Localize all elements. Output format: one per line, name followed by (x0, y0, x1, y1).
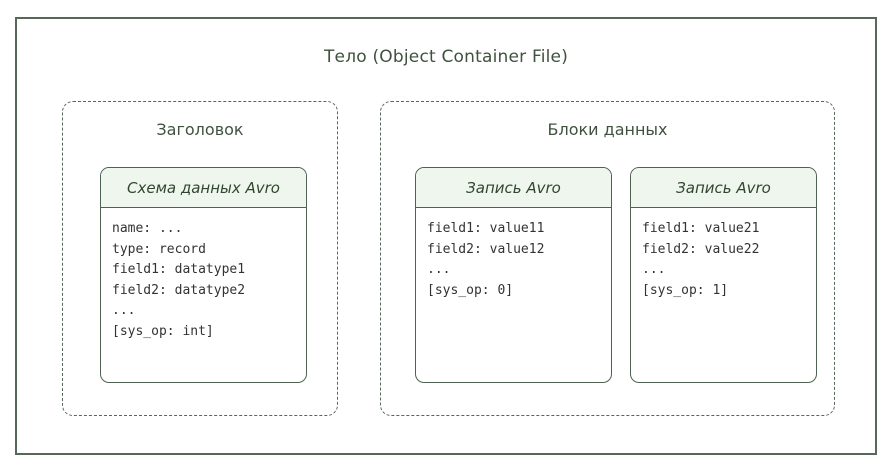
card-avro-schema-header-label: Схема данных Avro (126, 178, 280, 197)
card-avro-record-1-header-label: Запись Avro (466, 178, 561, 197)
card-avro-record-2-body: field1: value21 field2: value22 ... [sys… (631, 208, 816, 301)
card-avro-record-2-header: Запись Avro (631, 168, 816, 208)
card-avro-schema-header: Схема данных Avro (101, 168, 306, 208)
card-avro-record-2: Запись Avro field1: value21 field2: valu… (630, 167, 817, 383)
card-avro-record-1-header: Запись Avro (416, 168, 611, 208)
code-line: field1: value11 (427, 221, 545, 236)
code-line: ... (112, 303, 136, 318)
code-line: type: record (112, 241, 206, 257)
object-container-file-box: Тело (Object Container File) Заголовок С… (15, 17, 877, 455)
group-header-title: Заголовок (156, 120, 244, 139)
code-line: [sys_op: 1] (642, 282, 729, 298)
code-line: ... (427, 262, 451, 277)
code-line: field2: value12 (427, 241, 545, 257)
card-avro-record-2-header-label: Запись Avro (676, 178, 771, 197)
code-line: ... (642, 262, 666, 277)
group-data-blocks-title: Блоки данных (547, 120, 668, 139)
code-line: [sys_op: int] (112, 323, 214, 339)
card-avro-record-1: Запись Avro field1: value11 field2: valu… (415, 167, 612, 383)
card-avro-schema: Схема данных Avro name: ... type: record… (100, 167, 307, 383)
card-avro-schema-body: name: ... type: record field1: datatype1… (101, 208, 306, 342)
code-line: field1: value21 (642, 221, 760, 236)
diagram-title: Тело (Object Container File) (323, 47, 569, 67)
code-line: name: ... (112, 221, 183, 236)
code-line: [sys_op: 0] (427, 282, 514, 298)
code-line: field2: datatype2 (112, 282, 246, 298)
card-avro-record-1-body: field1: value11 field2: value12 ... [sys… (416, 208, 611, 301)
code-line: field1: datatype1 (112, 262, 246, 277)
code-line: field2: value22 (642, 241, 760, 257)
group-header: Заголовок Схема данных Avro name: ... ty… (62, 101, 338, 416)
group-data-blocks: Блоки данных Запись Avro field1: value11… (380, 101, 835, 416)
